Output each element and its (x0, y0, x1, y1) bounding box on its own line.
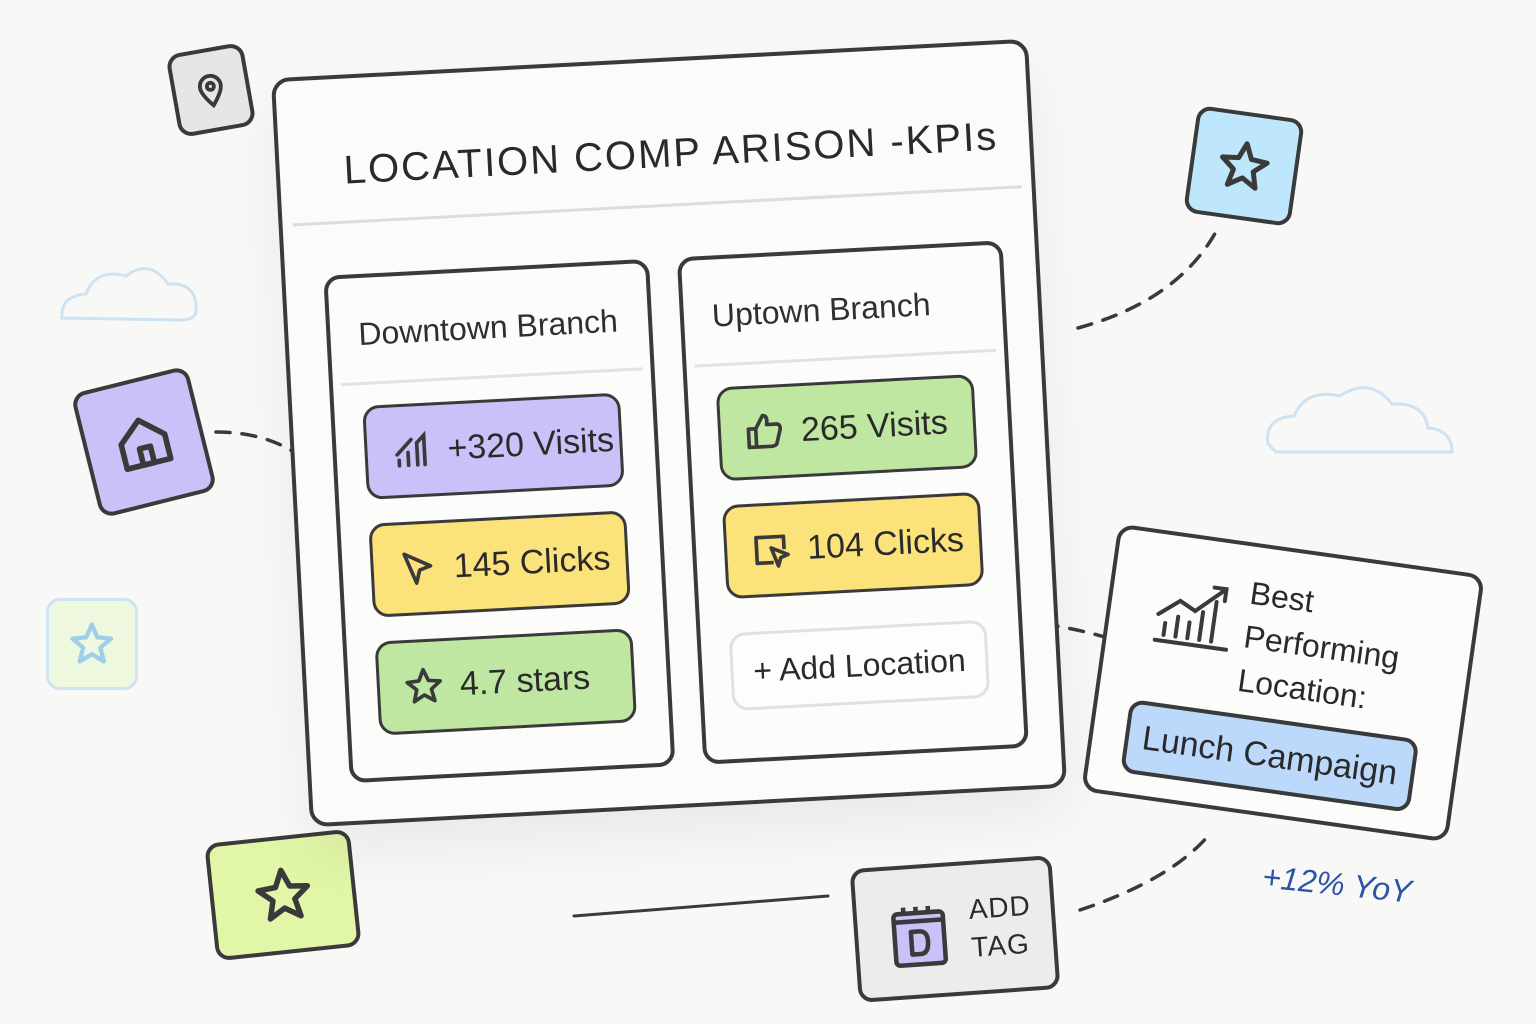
kpi-clicks[interactable]: 104 Clicks (721, 491, 985, 600)
kpi-rating[interactable]: 4.7 stars (374, 628, 638, 736)
kpi-label: 4.7 stars (458, 657, 592, 703)
add-tag-button[interactable]: ADD TAG (849, 855, 1061, 1003)
star-icon[interactable] (1183, 105, 1305, 227)
kpi-visits[interactable]: +320 Visits (362, 392, 625, 500)
trend-chart-icon (1152, 585, 1229, 652)
branch-divider (340, 367, 643, 387)
kpi-clicks[interactable]: 145 Clicks (368, 510, 631, 618)
home-icon[interactable] (70, 365, 218, 519)
add-location-button[interactable]: + Add Location (728, 619, 991, 712)
cloud-right (1266, 386, 1454, 454)
star-icon (46, 598, 138, 690)
kpi-visits[interactable]: 265 Visits (715, 373, 979, 482)
kpi-label: +320 Visits (446, 420, 615, 468)
best-performing-card: Best Performing Location: Lunch Campaign (1081, 523, 1485, 843)
title-divider (292, 185, 1022, 227)
yoy-change: +12% YoY (1260, 858, 1414, 910)
bar-growth-icon (388, 427, 434, 473)
thumbs-up-icon (742, 409, 788, 455)
ground-lines (572, 894, 830, 918)
kpi-label: 265 Visits (800, 402, 949, 449)
star-icon (401, 663, 447, 709)
cursor-icon (395, 545, 441, 591)
kpi-label: 145 Clicks (452, 538, 612, 585)
click-window-icon (748, 527, 794, 573)
branch-card-downtown: Downtown Branch +320 Visits 145 Cli (323, 258, 676, 784)
location-pin-icon[interactable] (165, 41, 257, 139)
kpi-label: 104 Clicks (806, 520, 965, 567)
best-performing-label: Best Performing Location: (1235, 574, 1402, 716)
page-title: LOCATION COMP ARISON -KPIs (342, 114, 1000, 193)
star-icon[interactable] (204, 828, 362, 962)
branch-divider (694, 348, 997, 368)
branch-name: Downtown Branch (357, 302, 619, 353)
branch-card-uptown: Uptown Branch 265 Visits (676, 240, 1029, 765)
branch-name: Uptown Branch (710, 286, 932, 334)
comparison-window: LOCATION COMP ARISON -KPIs Downtown Bran… (270, 38, 1068, 828)
cloud-left (60, 267, 198, 322)
tag-clipboard-icon (891, 905, 949, 969)
add-tag-label: ADD TAG (967, 889, 1032, 963)
